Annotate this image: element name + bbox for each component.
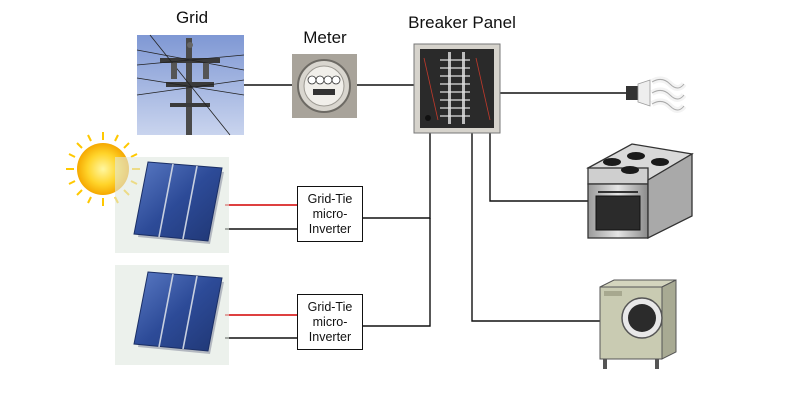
- grid-label: Grid: [175, 8, 209, 27]
- inverter-1-line-3: Inverter: [308, 221, 352, 236]
- breaker-panel-label: Breaker Panel: [408, 13, 516, 32]
- wire-panel-to-stove: [489, 133, 588, 202]
- wire-inverters-to-panel: [362, 133, 431, 219]
- inverter-2-line-2: micro-: [312, 314, 348, 329]
- inverter-2-line-1: Grid-Tie: [307, 299, 353, 314]
- wire-panel-to-washer: [471, 133, 600, 322]
- grid-tie-micro-inverter-2: Grid-Tie micro- Inverter: [297, 294, 363, 350]
- breaker-panel-image: [413, 43, 501, 134]
- solar-cell-1-image: [115, 157, 229, 253]
- solar-cell-2-image: [115, 265, 229, 365]
- inverter-1-line-2: micro-: [312, 206, 348, 221]
- utility-pole-image: [136, 34, 245, 136]
- electric-stove-image: [586, 143, 694, 240]
- wire-inverter2-to-panel: [362, 218, 431, 327]
- inverter-1-line-1: Grid-Tie: [307, 191, 353, 206]
- electric-meter-image: [292, 54, 357, 118]
- inverter-2-line-3: Inverter: [308, 329, 352, 344]
- washing-machine-image: [599, 279, 677, 369]
- meter-label: Meter: [303, 28, 347, 47]
- wiring: [225, 84, 628, 339]
- cfl-bulb-image: [626, 76, 687, 113]
- grid-tie-micro-inverter-1: Grid-Tie micro- Inverter: [297, 186, 363, 242]
